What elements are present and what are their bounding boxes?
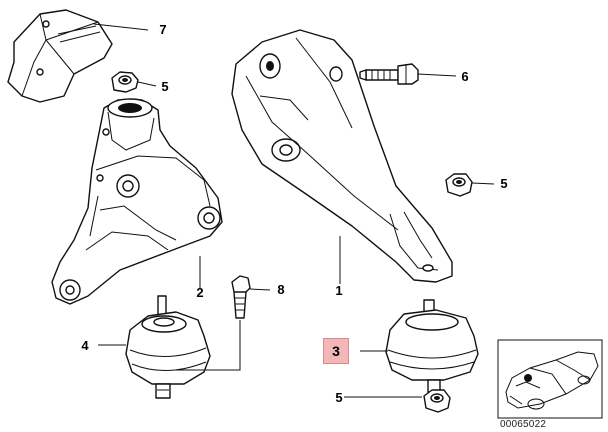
callout-8[interactable]: 8 <box>277 282 285 297</box>
vehicle-locator-inset <box>497 339 603 419</box>
bolt-6 <box>359 63 419 85</box>
nut-bottom <box>423 389 451 413</box>
callout-6[interactable]: 6 <box>461 69 469 84</box>
diagram-reference-code: 00065022 <box>500 419 547 430</box>
leader-lines <box>93 23 495 398</box>
nut-right <box>445 173 473 197</box>
bolt-8 <box>231 275 251 319</box>
engine-mount-right <box>385 299 479 393</box>
callout-2[interactable]: 2 <box>196 285 204 300</box>
callout-5-top[interactable]: 5 <box>161 79 169 94</box>
nut-top <box>111 71 139 93</box>
callout-4[interactable]: 4 <box>81 338 89 353</box>
callout-5-bottom[interactable]: 5 <box>335 390 343 405</box>
callout-3-highlighted[interactable]: 3 <box>323 338 349 364</box>
callout-7[interactable]: 7 <box>159 22 167 37</box>
callout-5-right[interactable]: 5 <box>500 176 508 191</box>
engine-carrier-left <box>51 98 223 305</box>
engine-carrier-right <box>231 29 453 283</box>
heat-shield-bracket <box>7 9 113 103</box>
engine-mount-left <box>125 295 211 399</box>
callout-1[interactable]: 1 <box>335 283 343 298</box>
